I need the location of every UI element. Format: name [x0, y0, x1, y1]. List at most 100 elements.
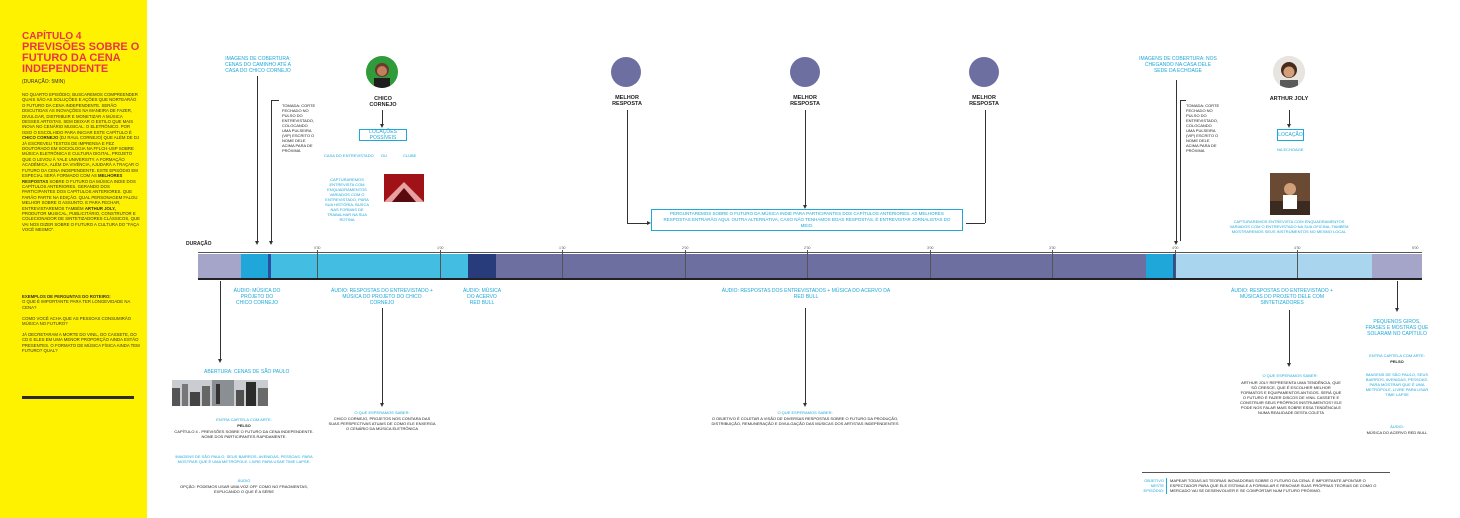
- expect-1: CHICO CORNEJO, PROJETOS NOS CONTARA DAS …: [328, 416, 436, 431]
- tick-0-30: 0'30: [314, 246, 321, 250]
- segment-arthur-interview: [1176, 254, 1372, 278]
- tick-mark: [685, 250, 686, 278]
- arrow-down-icon: [380, 124, 384, 128]
- connector: [805, 308, 806, 403]
- arthur-name: ARTHUR JOLY: [1269, 96, 1309, 102]
- objective-divider: [1142, 472, 1390, 473]
- arrow-down-icon: [1287, 363, 1291, 367]
- segment-redbull: [468, 254, 496, 278]
- segment-marker: [1173, 254, 1176, 278]
- tick-mark: [807, 250, 808, 278]
- tick-1-30: 1'30: [559, 246, 566, 250]
- tick-mark: [440, 250, 441, 278]
- connector: [220, 281, 221, 359]
- tick-mark: [1052, 250, 1053, 278]
- locations-box: LOCAÇÕES POSSÍVEIS: [359, 129, 407, 141]
- tick-4-00: 4'00: [1172, 246, 1179, 250]
- tick-mark: [1297, 250, 1298, 278]
- connector: [1397, 281, 1398, 308]
- opening-lettering-2: CAPÍTULO 4 - PREVISÕES SOBRE O FUTURO DA…: [174, 429, 314, 439]
- best-answer-3-circle: [969, 57, 999, 87]
- city-photo-icon: [172, 380, 268, 406]
- tick-mark: [1175, 250, 1176, 278]
- images-cover-2: IMAGENS DE COBERTURA: NOS CHEGANDO NA CA…: [1139, 56, 1217, 74]
- arrow-down-icon: [380, 403, 384, 407]
- arthur-avatar: [1273, 56, 1305, 88]
- audio-best-answers: ÁUDIO: RESPOSTAS DOS ENTREVISTADOS + MÚS…: [721, 288, 891, 300]
- chapter-intro: NO QUARTO EPISÓDIO, BUSCAREMOS COMPREEND…: [22, 92, 140, 233]
- tick-5-00: 5'00: [1412, 246, 1419, 250]
- connector: [1289, 110, 1290, 124]
- shoot-note-1: TOMADA: CORTE FECHADO NO PULSO DO ENTREV…: [282, 103, 316, 153]
- arthur-photo-icon: [1273, 56, 1305, 88]
- end-title: PEQUENOS GIROS, FRASES E MOSTRAS QUE SOL…: [1365, 319, 1429, 337]
- connector: [966, 223, 985, 224]
- segment-marker: [268, 254, 271, 278]
- expect-3: ARTHUR JOLY REPRESENTA UMA TENDÊNCIA, QU…: [1240, 380, 1342, 415]
- location-or: OU: [381, 153, 387, 158]
- connector: [1180, 100, 1181, 241]
- club-photo-icon: [384, 174, 424, 202]
- opening-lettering-title: ENTRA CARTELA COM ARTE:: [216, 417, 272, 422]
- audio-chico-interview: ÁUDIO: RESPOSTAS DO ENTREVISTADO + MÚSIC…: [331, 288, 433, 306]
- tick-2-00: 2'00: [682, 246, 689, 250]
- segment-opening: [198, 254, 241, 278]
- best-answer-1-label: MELHOR RESPOSTA: [612, 95, 642, 107]
- tick-mark: [317, 250, 318, 278]
- connector: [271, 100, 279, 101]
- segment-chico-music: [241, 254, 268, 278]
- opening-audio-title: ÁUDIO: [237, 478, 251, 483]
- timeline-top-line: [198, 252, 1422, 253]
- audio-arthur: ÁUDIO: RESPOSTAS DO ENTREVISTADO + MÚSIC…: [1231, 288, 1333, 306]
- tick-mark: [930, 250, 931, 278]
- expect-3-title: O QUE ESPERAMOS SABER:: [1262, 373, 1318, 378]
- arrow-down-icon: [1395, 308, 1399, 312]
- opening-lettering-1: PELSO: [237, 423, 251, 428]
- chico-photo-icon: [374, 63, 390, 88]
- opening-images: IMAGENS DE SÃO PAULO, SEUS BAIRROS, AVEN…: [175, 454, 313, 464]
- segment-best-answers: [496, 254, 1146, 278]
- end-lettering-title: ENTRA CARTELA COM ARTE:: [1369, 353, 1425, 358]
- timeline-base-line: [198, 278, 1422, 280]
- connector: [1176, 80, 1177, 241]
- best-answer-2-label: MELHOR RESPOSTA: [790, 95, 820, 107]
- timeline-label: DURAÇÃO: [186, 241, 212, 247]
- arrow-down-icon: [255, 241, 259, 245]
- opening-title: ABERTURA: CENAS DE SÃO PAULO: [204, 369, 290, 375]
- tick-1-00: 1'00: [437, 246, 444, 250]
- tick-3-30: 3'30: [1049, 246, 1056, 250]
- connector: [805, 110, 806, 205]
- connector: [627, 223, 647, 224]
- end-images: IMAGENS DE SÃO PAULO, SEUS BAIRROS, AVEN…: [1365, 372, 1429, 397]
- connector: [382, 308, 383, 403]
- tick-4-30: 4'30: [1294, 246, 1301, 250]
- chico-name: CHICO CORNEJO: [369, 96, 397, 108]
- location-caption: CAPTURAREMOS ENTREVISTA COM ENQUADRAMENT…: [324, 177, 369, 222]
- end-audio-title: ÁUDIO:: [1390, 424, 1404, 429]
- shoot-note-2: TOMADA: CORTE FECHADO NO PULSO DO ENTREV…: [1186, 103, 1220, 153]
- expect-2: O OBJETIVO É COLETAR A VISÃO DE DIVERSAS…: [711, 416, 899, 426]
- sidebar: CAPÍTULO 4 PREVISÕES SOBRE O FUTURO DA C…: [0, 0, 147, 518]
- connector: [627, 110, 628, 223]
- connector: [271, 100, 272, 241]
- segment-arthur-music: [1146, 254, 1173, 278]
- arthur-photo: [1270, 173, 1310, 215]
- best-answer-1-circle: [611, 57, 641, 87]
- arrow-down-icon: [803, 205, 807, 209]
- connector: [382, 110, 383, 124]
- expect-2-title: O QUE ESPERAMOS SABER:: [777, 410, 833, 415]
- arrow-down-icon: [1174, 241, 1178, 245]
- expect-1-title: O QUE ESPERAMOS SABER:: [354, 410, 410, 415]
- studio-photo-icon: [1270, 173, 1310, 215]
- arthur-caption: CAPTURAREMOS ENTREVISTA COM ENQUADRAMENT…: [1229, 219, 1349, 234]
- audio-chico-music: ÁUDIO: MÚSICA DO PRÓJETO DO CHICO CORNEJ…: [233, 288, 281, 306]
- arrow-down-icon: [1287, 124, 1291, 128]
- arrow-right-icon: [647, 221, 651, 225]
- audio-redbull: ÁUDIO: MÚSICA DO ACERVO RED BULL: [462, 288, 502, 306]
- best-answer-2-circle: [790, 57, 820, 87]
- arrow-down-icon: [218, 359, 222, 363]
- best-answers-box: PERGUNTAREMOS SOBRE O FUTURO DA MÚSICA I…: [651, 209, 963, 231]
- connector: [1180, 100, 1186, 101]
- tick-2-30: 2'30: [804, 246, 811, 250]
- objective-label: OBJETIVO NESTE EPISÓDIO:: [1143, 478, 1164, 493]
